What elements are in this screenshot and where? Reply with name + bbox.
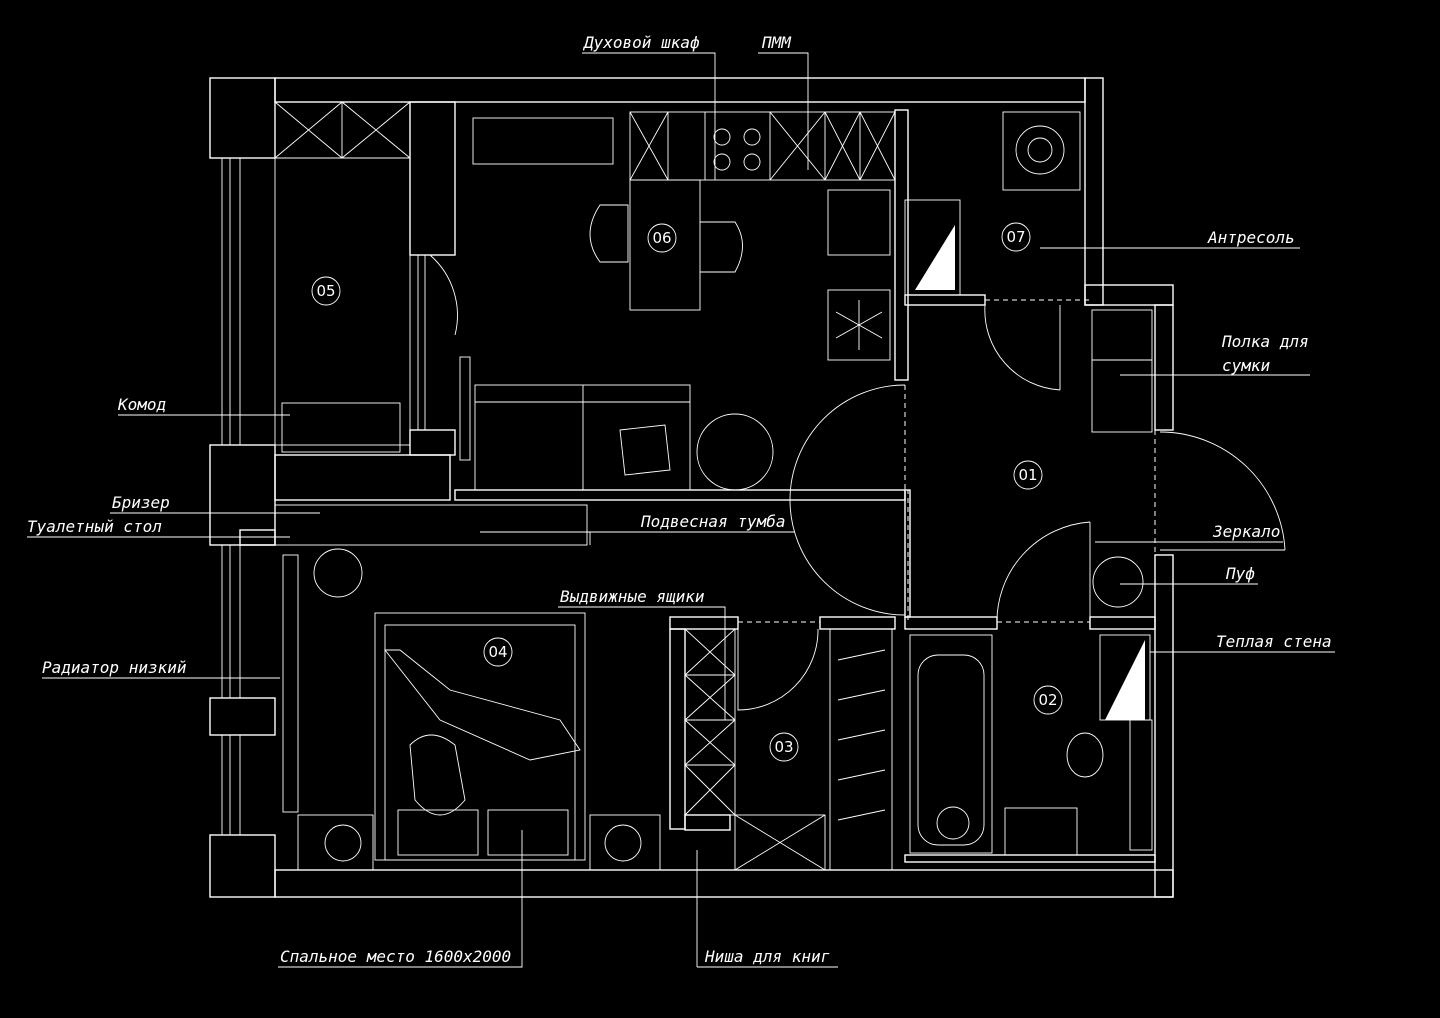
label-hanging-cabinet: Подвесная тумба — [640, 512, 786, 531]
room-01: 01 — [1013, 460, 1043, 490]
svg-text:01: 01 — [1018, 466, 1037, 484]
label-dressing-table: Туалетный стол — [27, 517, 162, 536]
label-oven: Духовой шкаф — [582, 33, 700, 52]
label-radiator: Радиатор низкий — [42, 658, 187, 677]
svg-text:05: 05 — [316, 282, 335, 300]
label-bag-shelf-1: Полка для — [1221, 332, 1309, 351]
svg-text:07: 07 — [1006, 228, 1025, 246]
room-04: 04 — [483, 637, 513, 667]
label-bed: Спальное место 1600х2000 — [280, 947, 511, 966]
svg-text:03: 03 — [774, 738, 793, 756]
svg-text:02: 02 — [1038, 691, 1057, 709]
label-dresser: Комод — [117, 395, 166, 414]
annotations: Духовой шкаф ПММ Антресоль Полка для сум… — [27, 33, 1335, 968]
room-05: 05 — [311, 276, 341, 306]
svg-text:04: 04 — [488, 643, 507, 661]
label-bag-shelf-2: сумки — [1222, 356, 1271, 375]
svg-text:06: 06 — [652, 229, 671, 247]
label-mirror: Зеркало — [1212, 522, 1280, 541]
label-mezzanine: Антресоль — [1207, 228, 1295, 247]
room-06: 06 — [647, 223, 677, 253]
label-breezer: Бризер — [112, 493, 170, 512]
furniture — [274, 101, 1153, 871]
openings — [738, 299, 1156, 623]
label-warm-wall: Теплая стена — [1216, 632, 1332, 651]
label-book-niche: Ниша для книг — [704, 947, 830, 966]
label-dishwasher: ПММ — [761, 33, 792, 52]
label-drawers: Выдвижные ящики — [560, 587, 705, 606]
room-02: 02 — [1033, 685, 1063, 715]
room-markers: 01 02 03 04 05 06 07 — [311, 222, 1063, 762]
label-pouf: Пуф — [1225, 564, 1255, 583]
room-07: 07 — [1001, 222, 1031, 252]
doors — [429, 254, 1286, 711]
room-03: 03 — [769, 732, 799, 762]
